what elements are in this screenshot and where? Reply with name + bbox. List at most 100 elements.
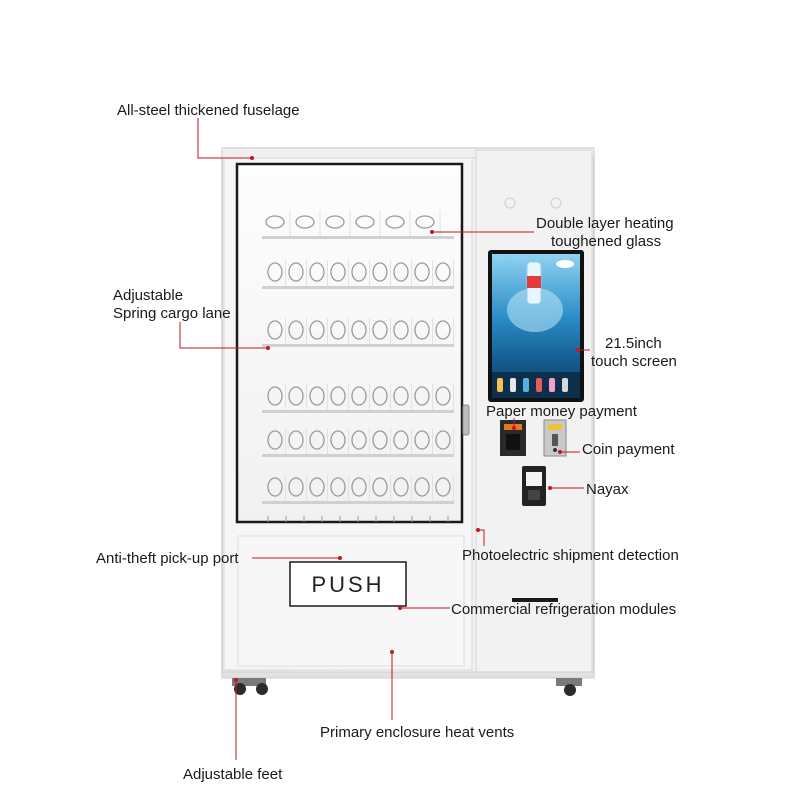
coin-mech-icon xyxy=(543,419,567,457)
spring-coil xyxy=(435,386,451,406)
push-flap xyxy=(289,561,407,607)
spring-coil xyxy=(288,320,304,340)
spring-coil xyxy=(330,386,346,406)
spring-coil xyxy=(435,262,451,282)
label-pickup: Anti-theft pick-up port xyxy=(96,550,239,567)
spring-coil xyxy=(414,320,430,340)
callout-photoelectric-dot xyxy=(476,528,480,532)
callout-pickup-dot xyxy=(338,556,342,560)
label-screen-line2: touch screen xyxy=(591,353,677,370)
screen-logo xyxy=(556,260,574,268)
spring-coil xyxy=(385,215,405,229)
spring-coil xyxy=(393,386,409,406)
label-photoelectric: Photoelectric shipment detection xyxy=(462,547,679,564)
spring-coil xyxy=(309,386,325,406)
shelf xyxy=(262,501,454,504)
speaker-left xyxy=(504,197,516,209)
spring-coil xyxy=(267,320,283,340)
shelf xyxy=(262,236,454,239)
spring-coil xyxy=(330,477,346,497)
label-feet: Adjustable feet xyxy=(183,766,283,783)
callout-lines xyxy=(179,118,590,760)
callout-refrigeration-dot xyxy=(398,606,402,610)
spring-cargo-lanes xyxy=(262,210,454,522)
spring-coil xyxy=(351,320,367,340)
callout-feet-dot xyxy=(234,678,238,682)
spring-coil xyxy=(309,430,325,450)
spring-coil xyxy=(435,477,451,497)
spring-coil xyxy=(414,477,430,497)
spring-coil xyxy=(414,430,430,450)
spring-coil xyxy=(330,320,346,340)
spring-coil xyxy=(309,262,325,282)
callout-glass-dot xyxy=(430,230,434,234)
spring-coil xyxy=(267,262,283,282)
push-label: PUSH xyxy=(311,572,384,597)
spring-coil xyxy=(351,430,367,450)
spring-coil xyxy=(295,215,315,229)
spring-coil xyxy=(372,430,388,450)
label-coin: Coin payment xyxy=(582,441,675,458)
spring-coil xyxy=(288,430,304,450)
callout-fuselage xyxy=(197,118,252,159)
spring-coil xyxy=(414,262,430,282)
callout-spring-dot xyxy=(266,346,270,350)
refrigeration-vent xyxy=(512,598,558,602)
callout-heat-vents-dot xyxy=(390,650,394,654)
shelf xyxy=(262,454,454,457)
label-spring-line2: Spring cargo lane xyxy=(113,305,231,322)
spring-coil xyxy=(393,262,409,282)
spring-coil xyxy=(288,386,304,406)
shelf xyxy=(262,344,454,347)
spring-coil xyxy=(351,477,367,497)
spring-coil xyxy=(372,386,388,406)
label-nayax: Nayax xyxy=(586,481,629,498)
spring-coil xyxy=(265,215,285,229)
shelf xyxy=(262,410,454,413)
spring-coil xyxy=(267,477,283,497)
card-reader-icon xyxy=(522,466,546,506)
spring-coil xyxy=(435,430,451,450)
door-handle xyxy=(462,404,470,436)
caster-wheel-icon xyxy=(232,678,582,696)
bill-acceptor-icon xyxy=(500,420,526,456)
label-glass-line1: Double layer heating xyxy=(536,215,674,232)
callout-nayax-dot xyxy=(548,486,552,490)
callout-paper-money-dot xyxy=(512,426,516,430)
spring-coil xyxy=(309,320,325,340)
label-glass-line2: toughened glass xyxy=(551,233,662,250)
spring-coil xyxy=(393,430,409,450)
spring-coil xyxy=(267,430,283,450)
spring-coil xyxy=(288,262,304,282)
speaker-right xyxy=(550,197,562,209)
spring-coil xyxy=(372,477,388,497)
callout-screen-dot xyxy=(576,348,580,352)
spring-coil xyxy=(351,386,367,406)
label-refrigeration: Commercial refrigeration modules xyxy=(451,601,677,618)
shelf xyxy=(262,286,454,289)
callout-coin-dot xyxy=(558,450,562,454)
screen-splash xyxy=(507,288,563,332)
spring-coil xyxy=(288,477,304,497)
screen-product-icons xyxy=(497,378,568,392)
cabinet-base xyxy=(221,671,595,679)
spring-coil xyxy=(372,262,388,282)
spring-coil xyxy=(267,386,283,406)
spring-coil xyxy=(330,430,346,450)
spring-coil xyxy=(393,320,409,340)
label-fuselage: All-steel thickened fuselage xyxy=(117,102,300,119)
spring-coil xyxy=(351,262,367,282)
callout-fuselage-dot xyxy=(250,156,254,160)
spring-coil xyxy=(393,477,409,497)
spring-coil xyxy=(415,215,435,229)
spring-coil xyxy=(330,262,346,282)
label-spring-line1: Adjustable xyxy=(113,287,184,304)
spring-coil xyxy=(325,215,345,229)
label-heat-vents: Primary enclosure heat vents xyxy=(320,724,515,741)
spring-coil xyxy=(309,477,325,497)
spring-coil xyxy=(414,386,430,406)
screen-bottle-label xyxy=(527,276,541,288)
spring-coil xyxy=(355,215,375,229)
